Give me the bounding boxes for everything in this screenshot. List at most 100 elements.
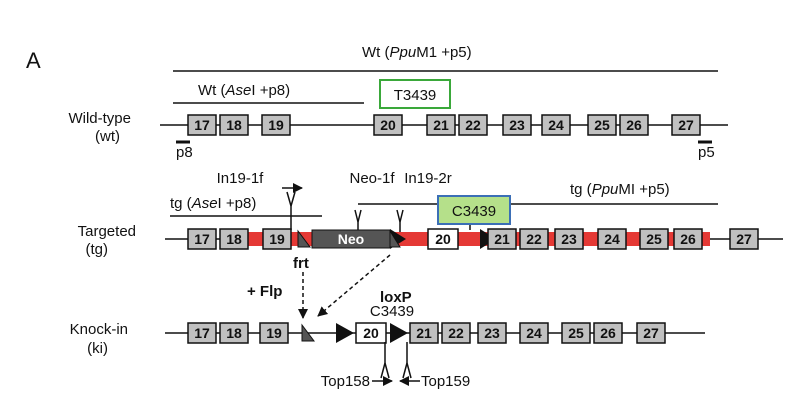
ki-primer-right-tick — [402, 362, 408, 379]
tg-loxp-label: loxP — [380, 289, 412, 306]
targeted-exon-22-label: 22 — [526, 231, 542, 247]
knockin-exon-24-label: 24 — [526, 325, 542, 341]
targeted-exon-27-box — [729, 228, 759, 250]
wildtype-exon-22-box — [458, 114, 488, 136]
targeted-exon-21-label: 21 — [494, 231, 510, 247]
wildtype-exon-27-label: 27 — [678, 117, 694, 133]
targeted-exon-18-label: 18 — [226, 231, 242, 247]
targeted-exon-25-box — [639, 228, 669, 250]
targeted-exon-18-box — [219, 228, 249, 250]
ki-primer-left-tick2 — [384, 362, 390, 379]
ki-frt-triangle — [301, 323, 315, 342]
wt-row-label-line1: Wild-type — [68, 110, 131, 127]
tg-site-box — [437, 195, 511, 225]
wildtype-exon-27-box — [671, 114, 701, 136]
ki-exon-group: 17 18 19 20 21 22 23 24 25 26 27 — [187, 322, 666, 344]
targeted-exon-24-box — [597, 228, 627, 250]
tg-primer-in19-2r-tick — [396, 209, 401, 223]
tg-primer-in19-1f-tick — [286, 191, 292, 207]
wildtype-exon-20-label: 20 — [380, 117, 396, 133]
tg-primer-in19-1f-tick2 — [290, 191, 296, 207]
wildtype-exon-17-label: 17 — [194, 117, 210, 133]
knockin-exon-21-label: 21 — [416, 325, 432, 341]
ki-row-label-line2: (ki) — [87, 340, 108, 357]
wildtype-exon-26-label: 26 — [626, 117, 642, 133]
knockin-exon-18-label: 18 — [226, 325, 242, 341]
tg-long-fragment-label: tg (PpuMI +p5) — [570, 181, 670, 198]
knockin-exon-24-box — [519, 322, 549, 344]
wt-site-box — [379, 79, 451, 109]
wt-probe-p5-label: p5 — [698, 144, 715, 161]
targeted-exon-26-label: 26 — [680, 231, 696, 247]
targeted-exon-19-box — [262, 228, 292, 250]
tg-row-label-line1: Targeted — [78, 223, 136, 240]
wildtype-exon-26-box — [619, 114, 649, 136]
wt-long-fragment-label: Wt (PpuM1 +p5) — [362, 44, 472, 61]
targeted-exon-20-label: 20 — [435, 231, 451, 247]
knockin-exon-26-box — [593, 322, 623, 344]
wildtype-exon-23-label: 23 — [509, 117, 525, 133]
knockin-exon-22-box — [441, 322, 471, 344]
tg-primer-neo-1f-tick2 — [357, 209, 362, 223]
ki-primer-left-tick — [380, 362, 386, 379]
targeted-exon-17-label: 17 — [194, 231, 210, 247]
wildtype-exon-19-label: 19 — [268, 117, 284, 133]
targeted-exon-24-label: 24 — [604, 231, 620, 247]
flp-label: + Flp — [247, 283, 282, 300]
targeted-exon-21-box — [487, 228, 517, 250]
tg-short-fragment-label: tg (AseI +p8) — [170, 195, 256, 212]
targeted-exon-23-box — [554, 228, 584, 250]
tg-primer-neo-1f-label: Neo-1f — [349, 170, 395, 187]
ki-row-label-line1: Knock-in — [70, 321, 128, 338]
targeted-exon-25-label: 25 — [646, 231, 662, 247]
ki-primer-right-tick2 — [406, 362, 412, 379]
knockin-exon-23-label: 23 — [484, 325, 500, 341]
tg-primer-in19-1f-label: In19-1f — [217, 170, 265, 187]
knockin-exon-26-label: 26 — [600, 325, 616, 341]
wt-site-label: T3439 — [394, 87, 437, 104]
knockin-exon-17-label: 17 — [194, 325, 210, 341]
ki-primer-left-label: Top158 — [321, 373, 370, 390]
wildtype-exon-20-box — [373, 114, 403, 136]
wildtype-exon-22-label: 22 — [465, 117, 481, 133]
tg-frt-label: frt — [293, 255, 309, 272]
knockin-exon-22-label: 22 — [448, 325, 464, 341]
knockin-exon-17-box — [187, 322, 217, 344]
wildtype-exon-21-box — [426, 114, 456, 136]
knockin-exon-27-label: 27 — [643, 325, 659, 341]
tg-row-label-line2: (tg) — [86, 241, 109, 258]
knockin-exon-25-label: 25 — [568, 325, 584, 341]
targeted-exon-19-label: 19 — [269, 231, 285, 247]
knockin-exon-19-box — [259, 322, 289, 344]
ki-site-label: C3439 — [370, 303, 414, 320]
knockin-exon-20-box — [355, 322, 387, 344]
tg-primer-in19-2r-label: In19-2r — [404, 170, 452, 187]
wildtype-exon-18-label: 18 — [226, 117, 242, 133]
knockin-exon-27-box — [636, 322, 666, 344]
tg-neo-label: Neo — [338, 231, 364, 247]
knockin-exon-23-box — [477, 322, 507, 344]
knockin-exon-19-label: 19 — [266, 325, 282, 341]
tg-primer-in19-2r-tick2 — [399, 209, 404, 223]
wildtype-exon-17-box — [187, 114, 217, 136]
wildtype-exon-21-label: 21 — [433, 117, 449, 133]
tg-frt-triangle-right — [389, 229, 401, 248]
targeted-exon-23-label: 23 — [561, 231, 577, 247]
tg-red-cassette — [220, 232, 710, 246]
targeted-exon-22-box — [519, 228, 549, 250]
wildtype-exon-24-box — [541, 114, 571, 136]
ki-loxp-triangle-right — [390, 323, 408, 343]
ki-loxp-triangle-left — [336, 323, 354, 343]
targeted-exon-26-box — [673, 228, 703, 250]
wt-probe-p8-label: p8 — [176, 144, 193, 161]
wildtype-exon-19-box — [261, 114, 291, 136]
targeted-exon-17-box — [187, 228, 217, 250]
tg-site-label: C3439 — [452, 203, 496, 220]
loxp-recombination-arrow — [317, 254, 391, 317]
knockin-exon-18-box — [219, 322, 249, 344]
knockin-exon-20-label: 20 — [363, 325, 379, 341]
